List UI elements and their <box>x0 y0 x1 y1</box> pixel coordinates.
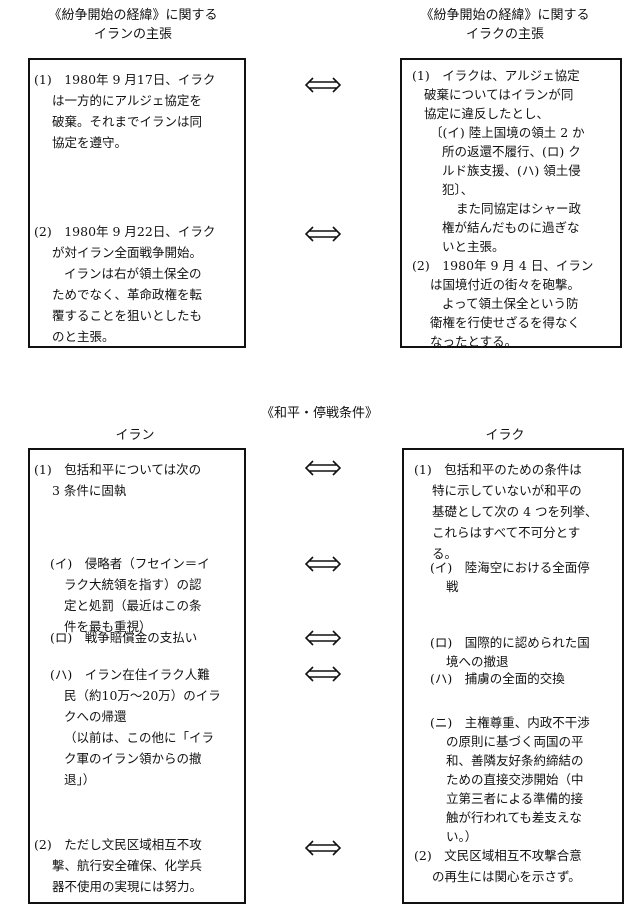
iran-dispute-line: ためでなく、革命政権を転 <box>52 287 203 302</box>
double-arrow-icon <box>305 666 341 682</box>
iran-condition-line: 3 条件に固執 <box>52 483 127 498</box>
iraq-dispute-header: 《紛争開始の経緯》に関する イラクの主張 <box>400 6 610 44</box>
iran-conditions-header: イラン <box>115 428 155 443</box>
iraq-condition-line: これらはすべて不可分とす <box>432 525 581 540</box>
iraq-condition-line: 立第三者による準備的接 <box>446 791 584 806</box>
iraq-dispute-line: 衛権を行使せざるを得なく <box>430 315 581 330</box>
iraq-dispute-line: 破棄についてはイランが同 <box>424 87 574 102</box>
iraq-condition-line: 触が行われても差支えな <box>446 810 582 825</box>
peace-conditions-title: 《和平・停戦条件》 <box>260 406 378 421</box>
iraq-dispute-line: (1) イラクは、アルジェ協定 <box>412 68 580 83</box>
iraq-condition-line: 境への撤退 <box>446 654 509 669</box>
iran-condition-line: (ハ) イラン在住イラク人難 <box>50 667 210 682</box>
iraq-condition-line: 和、善隣友好条約締結の <box>446 753 584 768</box>
iran-condition-line: ク軍のイラン領からの撤 <box>64 751 202 766</box>
double-arrow-icon <box>305 460 341 476</box>
double-arrow-icon <box>305 840 341 856</box>
iran-dispute-line: 協定を遵守。 <box>52 135 128 150</box>
iraq-dispute-header-line2: イラクの主張 <box>465 27 544 42</box>
iraq-dispute-line: また同協定はシャー政 <box>456 201 582 216</box>
iran-condition-line: 件を最も重視） <box>64 619 152 634</box>
iran-condition-line: (2) ただし文民区域相互不攻 <box>34 837 202 852</box>
iran-condition-line: 撃、航行安全確保、化学兵 <box>52 858 203 873</box>
iran-dispute-line: は一方的にアルジェ協定を <box>52 93 202 108</box>
iran-condition-line: (イ) 侵略者（フセイン＝イ <box>50 556 210 571</box>
iraq-condition-line: (2) 文民区域相互不攻撃合意 <box>414 848 582 863</box>
iran-dispute-line: が対イラン全面戦争開始。 <box>52 245 203 260</box>
iraq-condition-line: 特に示していないが和平の <box>432 483 582 498</box>
iran-condition-line: クへの帰還 <box>64 709 127 724</box>
iraq-condition-line: (ニ) 主権尊重、内政不干渉 <box>430 715 590 730</box>
iraq-condition-line: る。 <box>432 546 458 561</box>
iran-condition-line: (1) 包括和平については次の <box>34 462 202 477</box>
iran-dispute-line: イランは右が領土保全の <box>64 266 202 281</box>
iran-dispute-line: (1) 1980年 9 月17日、イラク <box>34 72 216 87</box>
iran-dispute-header-line1: 《紛争開始の経緯》に関する <box>48 8 218 23</box>
iraq-dispute-line: は国境付近の街々を砲撃。 <box>430 277 581 292</box>
iraq-dispute-line: よって領土保全という防 <box>442 296 579 311</box>
iraq-condition-line: 戦 <box>446 579 459 594</box>
iraq-dispute-line: 協定に違反したとし、 <box>424 106 550 121</box>
iraq-dispute-line: 所の返還不履行、(ロ) ク <box>442 144 581 159</box>
iran-dispute-line: (2) 1980年 9 月22日、イラク <box>34 224 216 239</box>
double-arrow-icon <box>305 77 341 93</box>
iraq-dispute-line: 犯〕、 <box>442 182 474 197</box>
iraq-condition-line: ための直接交渉開始（中 <box>446 772 584 787</box>
iran-dispute-header-line2: イランの主張 <box>93 27 172 42</box>
iraq-condition-line: (ロ) 国際的に認められた国 <box>430 635 590 650</box>
iran-condition-line: （以前は、この他に「イラ <box>64 730 215 745</box>
double-arrow-icon <box>305 226 341 242</box>
iraq-dispute-line: 権が結んだものに過ぎな <box>442 220 580 235</box>
iraq-condition-line: (ハ) 捕虜の全面的交換 <box>430 671 565 686</box>
iran-dispute-box <box>28 58 246 348</box>
iraq-dispute-box <box>400 58 622 348</box>
iraq-condition-line: 基礎として次の 4 つを列挙、 <box>432 504 598 519</box>
iraq-dispute-line: ルド族支援、(ハ) 領土侵 <box>442 163 581 178</box>
iraq-conditions-box <box>402 448 624 904</box>
iran-condition-line: ラク大統領を指す）の認 <box>64 577 202 592</box>
iran-dispute-line: 破棄。それまでイランは同 <box>52 114 203 129</box>
double-arrow-icon <box>305 630 341 646</box>
iraq-condition-line: の原則に基づく両国の平 <box>446 734 584 749</box>
iraq-condition-line: の再生には関心を示さず。 <box>432 869 581 884</box>
iraq-dispute-header-line1: 《紛争開始の経緯》に関する <box>420 8 590 23</box>
iran-condition-line: 定と処罰（最近はこの条 <box>64 598 202 613</box>
iran-conditions-box <box>28 448 246 904</box>
iran-condition-line: (ロ) 戦争賠償金の支払い <box>50 630 198 645</box>
iraq-condition-line: (1) 包括和平のための条件は <box>414 462 582 477</box>
iran-dispute-header: 《紛争開始の経緯》に関する イランの主張 <box>28 6 238 44</box>
iran-dispute-line: 覆することを狙いとしたも <box>52 308 203 323</box>
iraq-conditions-header: イラク <box>485 428 525 443</box>
iraq-dispute-line: いと主張。 <box>442 239 505 254</box>
iran-condition-line: 器不使用の実現には努力。 <box>52 879 203 894</box>
iraq-dispute-line: なったとする。 <box>430 334 518 349</box>
iraq-dispute-line: 〔(イ) 陸上国境の領土 2 か <box>430 125 585 140</box>
iraq-condition-line: (イ) 陸海空における全面停 <box>430 560 590 575</box>
iran-dispute-line: のと主張。 <box>52 329 115 344</box>
iran-condition-line: 退」） <box>64 772 96 787</box>
iraq-dispute-line: (2) 1980年 9 月 4 日、イラン <box>412 258 594 273</box>
iran-condition-line: 民（約10万～20万）のイラ <box>64 688 221 703</box>
double-arrow-icon <box>305 556 341 572</box>
iraq-condition-line: い。） <box>446 829 478 844</box>
